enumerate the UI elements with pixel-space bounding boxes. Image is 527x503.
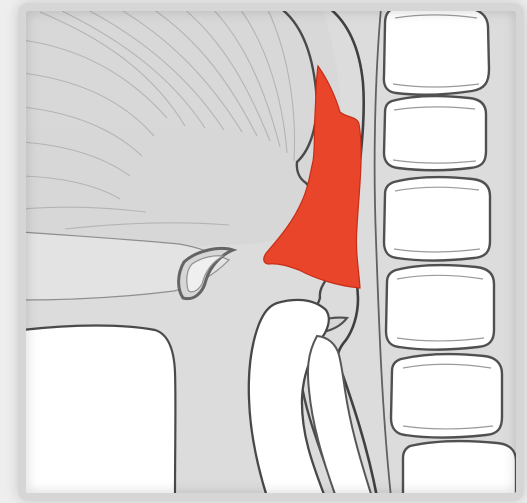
oral-cavity-lower-left — [22, 326, 175, 498]
vertebra-c6 — [403, 441, 516, 497]
panel-content — [22, 4, 520, 497]
